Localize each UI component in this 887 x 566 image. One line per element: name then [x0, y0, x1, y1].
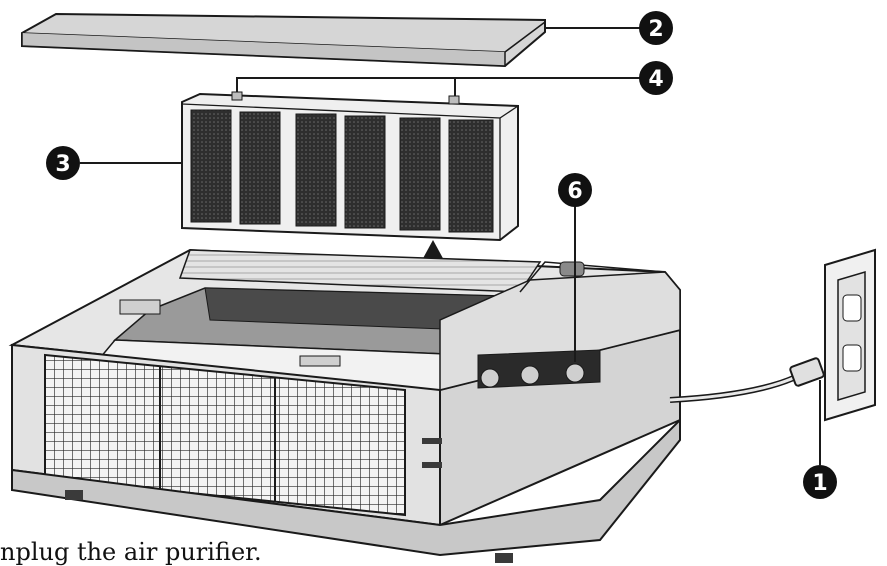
filter-panel — [344, 115, 386, 229]
instruction-caption: nplug the air purifier. — [0, 538, 262, 566]
leader-lines — [80, 27, 821, 465]
callout-label: 6 — [567, 179, 582, 204]
callout-label: 4 — [648, 67, 663, 92]
control-button — [520, 365, 540, 385]
callout-3: 3 — [46, 146, 80, 180]
callout-2: 2 — [639, 11, 673, 45]
top-cover — [21, 12, 546, 68]
wall-outlet — [824, 248, 876, 422]
callout-label: 3 — [55, 152, 70, 177]
control-panel — [477, 349, 601, 389]
callout-label: 1 — [812, 471, 827, 496]
filter-panel — [399, 117, 441, 231]
filter-tab — [448, 95, 460, 105]
filter-panel — [239, 111, 281, 225]
control-button — [480, 368, 500, 388]
callout-6: 6 — [558, 173, 592, 207]
callout-label: 2 — [648, 17, 663, 42]
filter-tab — [231, 91, 243, 101]
filter-panel — [190, 109, 232, 223]
callout-4: 4 — [639, 61, 673, 95]
control-button — [565, 363, 585, 383]
purifier-body — [8, 248, 681, 563]
filter-panel — [295, 113, 337, 227]
power-cord — [669, 357, 825, 403]
filter-panel — [448, 119, 494, 233]
filter-cartridge — [181, 91, 519, 242]
callout-1: 1 — [803, 465, 837, 499]
